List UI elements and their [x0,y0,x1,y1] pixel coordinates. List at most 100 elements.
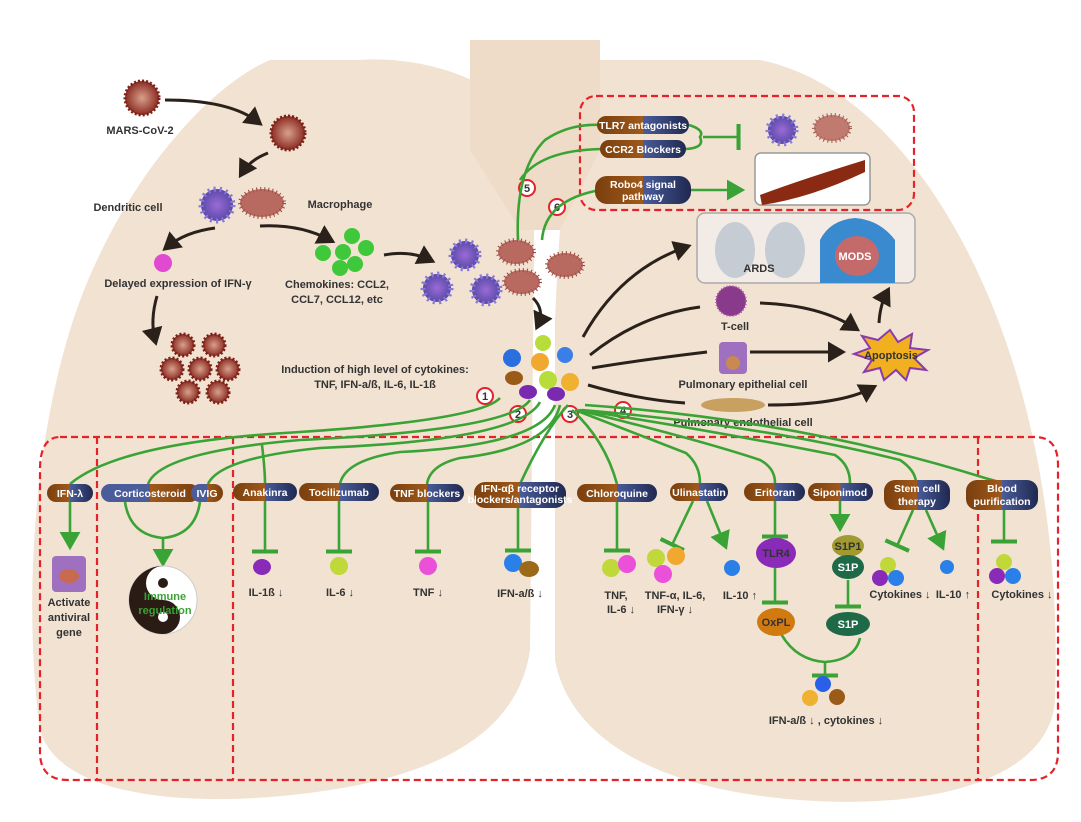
il10-icon [940,560,954,574]
arrow [383,245,436,265]
arrow [531,296,553,331]
ards-mods-box [696,212,916,284]
svg-text:IFN-αβ receptor: IFN-αβ receptor [481,483,559,495]
virus-icon [269,114,307,152]
connector [591,350,708,370]
svg-text:4: 4 [620,405,627,417]
il6-icon [330,557,348,575]
svg-text:Blood: Blood [987,483,1017,495]
svg-text:Stem cell: Stem cell [894,483,940,495]
cytokine-icon [815,676,831,692]
cytokine-icon [829,689,845,705]
svg-text:2: 2 [515,409,521,421]
cytokine-icon [872,570,888,586]
yin-yang-icon [128,565,198,635]
bottom-therapy-box [38,435,1060,782]
lung-icon [765,222,805,278]
svg-text:TNF blockers: TNF blockers [394,488,461,500]
arrow [259,224,336,244]
apoptosis-label: Apoptosis [864,350,918,362]
lung-icon [715,222,755,278]
svg-text:1: 1 [482,391,488,403]
s1p-molecule [832,555,864,579]
svg-text:blockers/antagonists: blockers/antagonists [467,494,572,506]
apoptosis-starburst [851,328,932,382]
blood-cytokines-label: Cytokines ↓ [991,589,1052,601]
arrow [141,295,163,346]
drug-pill-ulinastatin: Ulinastatin [670,483,728,501]
induction-line2: TNF, IFN-a/ß, IL-6, IL-1ß [314,379,436,391]
ulinastatin-effect-2: IFN-γ ↓ [657,604,693,616]
t-cell-label: T-cell [721,321,749,333]
cytokine-icon [667,547,685,565]
svg-text:Eritoran: Eritoran [755,487,795,499]
tlr4-receptor [756,538,796,568]
svg-text:Corticosteroid: Corticosteroid [114,488,186,500]
svg-text:3: 3 [567,409,573,421]
immune-cell-cluster-icon [420,238,585,307]
ifn-ab-icon [504,554,522,572]
il1b-icon [253,559,271,575]
cytokine-icon [802,690,818,706]
drug-effect-lines [59,500,1017,678]
il1b-label: IL-1ß ↓ [249,587,284,599]
chemokines-line1: Chemokines: CCL2, [285,279,389,291]
macrophage-label: Macrophage [308,199,373,211]
antiviral-label-2: antiviral [48,612,90,624]
drug-pill-siponimod: Siponimod [808,483,873,501]
svg-text:Tocilizumab: Tocilizumab [309,487,369,499]
mods-label: MODS [839,251,872,263]
drug-pill-ifn-lambda: IFN-λ [47,484,93,502]
tnf-label: TNF ↓ [413,587,443,599]
cytokine-icon [989,568,1005,584]
svg-text:therapy: therapy [898,496,936,508]
connector [518,147,603,181]
drug-pill-tnf-blockers: TNF blockers [390,484,464,502]
arrow [767,384,878,407]
s1p1-label: S1P1 [835,541,862,553]
ifn-gamma-label: Delayed expression of IFN-γ [104,278,252,290]
svg-text:Robo4 signal: Robo4 signal [610,179,676,191]
top-therapy-box [578,94,916,212]
chemokine-cluster-icon [315,228,374,276]
antiviral-label-3: gene [56,627,82,639]
immune-label-2: regulation [138,605,191,617]
virus-icon [123,79,161,117]
svg-text:TLR7 antagonists: TLR7 antagonists [599,120,687,132]
drug-pill-corticosteroid: Corticosteroid [101,484,199,502]
connector [589,305,701,357]
dendritic-cell-icon [198,186,236,224]
dendritic-cell-label: Dendritic cell [93,202,162,214]
tnf-icon [419,557,437,575]
connector [587,383,686,405]
ards-label: ARDS [743,263,774,275]
s1p1-receptor [832,535,864,557]
drug-pill-eritoran: Eritoran [744,483,805,501]
drug-pill-anakinra: Anakinra [233,483,297,501]
svg-text:CCR2 Blockers: CCR2 Blockers [605,144,681,156]
arrow [164,98,263,126]
drug-pill-chloroquine: Chloroquine [577,484,657,502]
drug-pill-ivig: IVIG [191,484,223,502]
svg-text:IFN-λ: IFN-λ [57,488,83,500]
arrow [238,151,269,179]
cytokine-icon [880,557,896,573]
drug-pill-tlr7-antagonists: TLR7 antagonists [597,116,689,134]
tnf-icon [602,559,620,577]
svg-text:Chloroquine: Chloroquine [586,488,648,500]
combined-effect-label: IFN-a/ß ↓ , cytokines ↓ [769,715,883,727]
svg-text:Ulinastatin: Ulinastatin [672,487,726,499]
svg-text:purification: purification [973,496,1030,508]
cytokine-cluster-icon [503,335,579,401]
oxpl-label: OxPL [762,617,791,629]
arrow [872,286,891,324]
antiviral-label-1: Activate [48,597,91,609]
svg-text:IVIG: IVIG [196,488,217,500]
connector [516,123,603,241]
cytokine-icon [1005,568,1021,584]
macrophage-icon [238,187,286,219]
il6-icon [618,555,636,573]
